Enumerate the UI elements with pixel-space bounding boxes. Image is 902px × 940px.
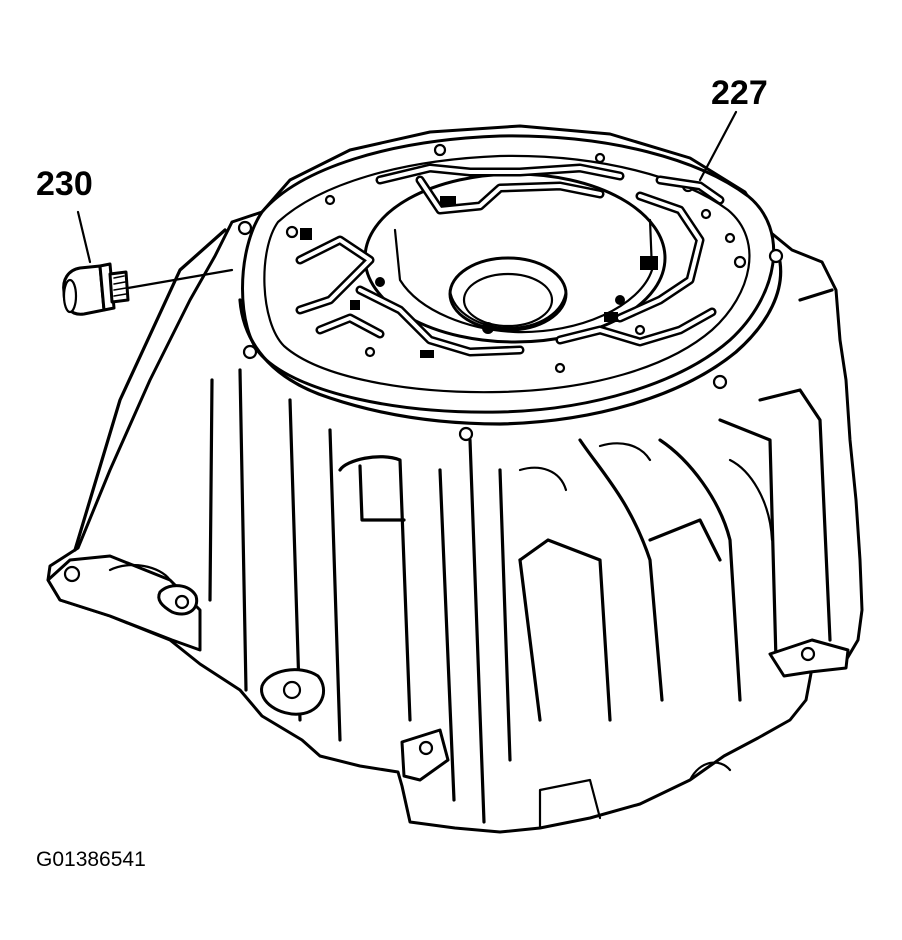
leader-lines — [76, 110, 738, 290]
figure-id: G01386541 — [36, 848, 146, 871]
leader-line-230-to-case — [126, 268, 234, 290]
callout-227-label: 227 — [711, 74, 768, 112]
callout-230-label: 230 — [36, 165, 93, 203]
plug-part-230 — [62, 262, 130, 316]
transmission-case — [46, 124, 864, 834]
leader-line-227 — [698, 110, 738, 182]
leader-line-230 — [76, 210, 92, 264]
